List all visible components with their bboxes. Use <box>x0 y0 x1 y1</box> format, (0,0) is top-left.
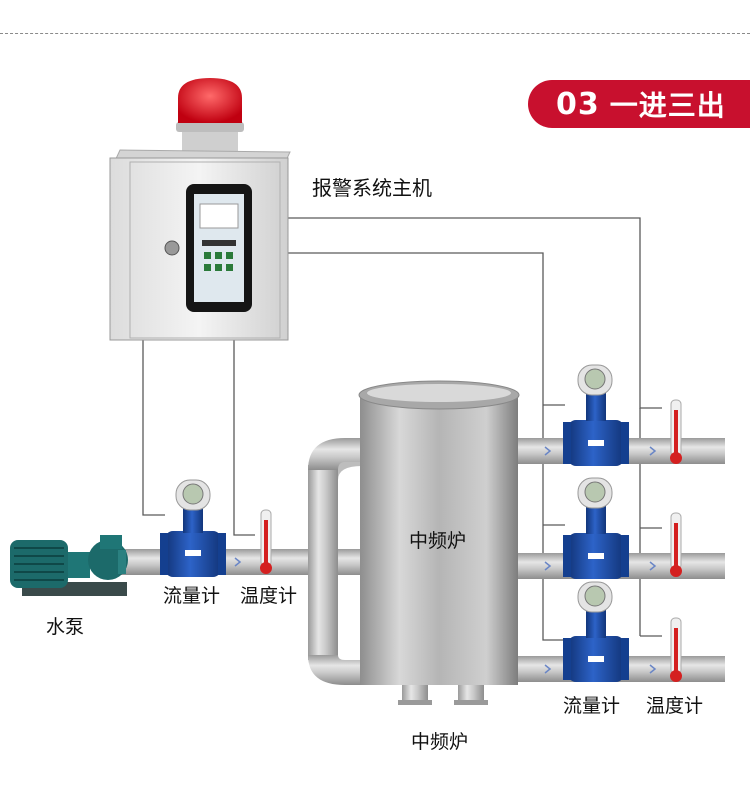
outlet-flowmeter-3 <box>563 581 629 682</box>
wire-main-1 <box>287 217 662 409</box>
outlet-thermometer-1 <box>670 399 682 464</box>
outlet-flowmeter-2 <box>563 477 629 579</box>
outlet-flowmeter-label: 流量计 <box>563 695 621 717</box>
top-divider <box>0 33 750 34</box>
furnace-body-label: 中频炉 <box>409 530 467 552</box>
badge-title: 一进三出 <box>609 89 726 122</box>
badge-number: 03 <box>556 86 600 122</box>
furnace-bottom-label: 中频炉 <box>411 731 469 753</box>
inlet-thermometer-label: 温度计 <box>240 585 298 607</box>
wire-inlet-flowmeter <box>142 340 165 516</box>
outlet-flowmeter-1 <box>563 364 629 466</box>
bend-pipe <box>308 438 365 685</box>
flow-arrows <box>234 446 657 674</box>
inlet-thermometer-device <box>260 509 272 574</box>
outlet-thermometer-3 <box>670 617 682 682</box>
alarm-host-label: 报警系统主机 <box>312 176 432 200</box>
alarm-host-cabinet <box>109 78 291 341</box>
outlet-thermometer-2 <box>670 512 682 577</box>
furnace-tank <box>358 380 520 705</box>
section-badge: 03 一进三出 <box>528 80 750 128</box>
pump-label: 水泵 <box>46 616 85 638</box>
outlet-thermometer-label: 温度计 <box>646 695 704 717</box>
inlet-flowmeter-device <box>160 479 226 577</box>
water-pump <box>10 535 128 596</box>
inlet-flowmeter-label: 流量计 <box>163 585 221 607</box>
wire-inlet-thermometer <box>233 340 255 536</box>
